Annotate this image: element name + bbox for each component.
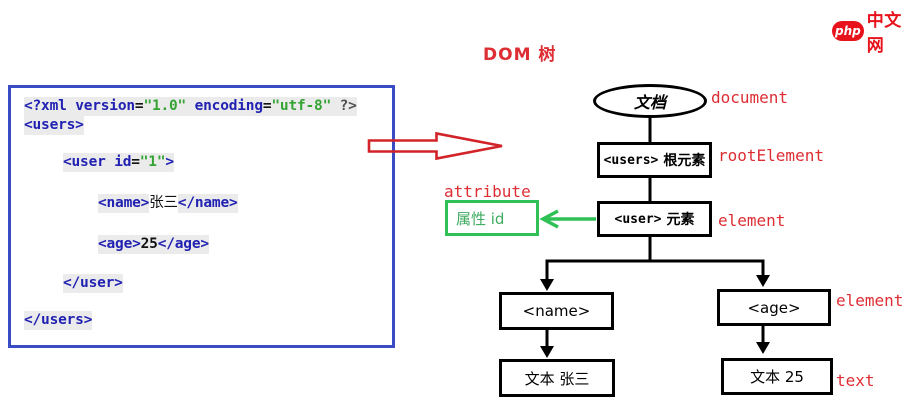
code-token: id (114, 153, 132, 172)
code-token: </user> (63, 274, 123, 293)
code-token: = (131, 153, 140, 172)
arrow-down-icon (756, 342, 770, 354)
code-token: <?xml (24, 97, 76, 116)
code-line: <age>25</age> (98, 235, 209, 254)
code-token (331, 97, 340, 116)
root-element-suffix: 根元素 (663, 153, 706, 169)
arrow-down-icon (756, 275, 770, 287)
tree-node-name-element: <name> (499, 292, 614, 330)
annotation-element-age: element (836, 291, 904, 310)
tree-node-document-label: 文档 (633, 93, 666, 112)
tree-node-age-element: <age> (717, 289, 831, 326)
arrow-down-icon (540, 279, 554, 291)
code-token: "1" (139, 153, 166, 172)
attribute-box: 属性 id (445, 200, 539, 236)
code-line: <?xml version="1.0" encoding="utf-8" ?> (24, 97, 357, 116)
code-token: <name> (98, 194, 150, 213)
tree-node-document: 文档 (593, 84, 707, 118)
code-line: <name>张三</name> (98, 194, 238, 213)
code-line: <user id="1"> (63, 153, 174, 172)
annotation-attribute: attribute (444, 182, 531, 201)
tree-node-age-text: 文本 25 (721, 358, 833, 395)
code-token: version (75, 97, 135, 116)
code-token: "1.0" (143, 97, 187, 116)
code-token: ?> (339, 97, 357, 116)
name-element-tag: <name> (522, 302, 591, 320)
root-element-tag: <users> (603, 152, 659, 168)
annotation-root-element: rootElement (718, 146, 824, 165)
xml-code-panel: <?xml version="1.0" encoding="utf-8" ?><… (8, 85, 395, 348)
name-text-value: 文本 张三 (524, 369, 590, 388)
attribute-box-text: 属性 id (456, 209, 505, 228)
age-element-tag: <age> (747, 298, 801, 317)
arrow-down-icon (540, 346, 554, 358)
annotation-document: document (711, 88, 789, 107)
code-token: </age> (157, 235, 209, 254)
code-token: = (134, 97, 144, 116)
code-token: = (262, 97, 272, 116)
code-token: 25 (140, 235, 158, 254)
code-token: > (165, 153, 174, 172)
code-line: <users> (24, 116, 84, 135)
tree-node-name-text: 文本 张三 (499, 359, 615, 397)
code-token: </name> (177, 194, 238, 213)
code-token: </users> (24, 311, 93, 330)
php-logo-icon: php (832, 21, 864, 41)
code-token: encoding (194, 97, 263, 116)
diagram-title: DOM 树 (483, 45, 557, 65)
code-token: 张三 (149, 195, 178, 211)
annotation-element-user: element (718, 211, 786, 230)
annotation-text: text (836, 371, 875, 390)
code-token: "utf-8" (271, 97, 332, 116)
tree-node-root-element: <users> 根元素 (597, 142, 712, 178)
code-token: <users> (24, 116, 84, 135)
code-line: </users> (24, 311, 92, 330)
site-logo-text: 中文网 (866, 11, 902, 56)
user-element-tag: <user> (614, 211, 662, 227)
site-logo: php 中文网 (832, 6, 913, 56)
code-token: <user (63, 153, 115, 172)
user-element-suffix: 元素 (666, 212, 695, 228)
code-token (186, 97, 195, 116)
age-text-value: 文本 25 (750, 368, 804, 386)
code-line: </user> (63, 274, 123, 293)
code-token: <age> (98, 235, 141, 254)
arrow-left-icon (539, 209, 559, 229)
tree-node-user-element: <user> 元素 (597, 201, 712, 237)
